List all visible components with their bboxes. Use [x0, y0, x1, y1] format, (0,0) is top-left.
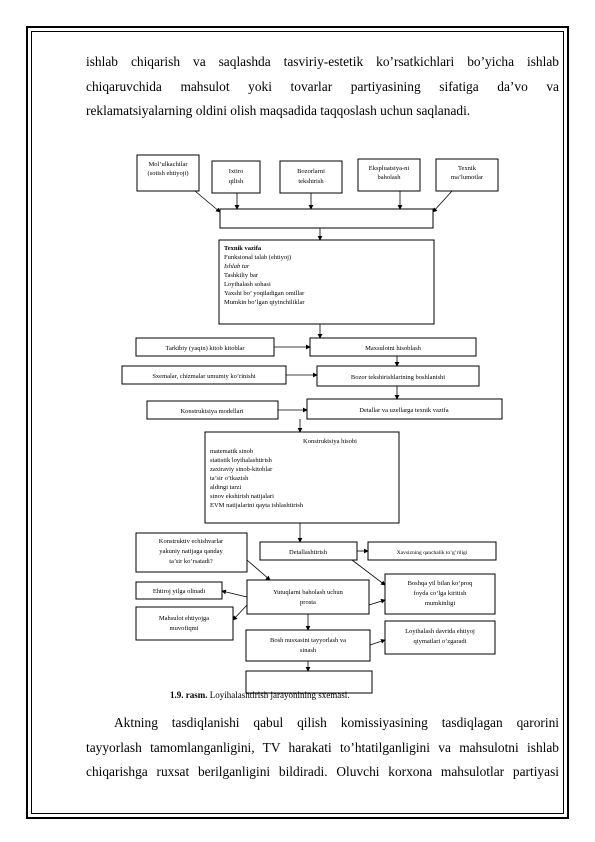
- figure-caption: 1.9. rasm. Loyihalashtirish jarayonining…: [170, 690, 349, 700]
- figure-title: Loyihalashtirish jarayonining sxemasi.: [209, 690, 350, 700]
- diagram-box: [245, 629, 371, 662]
- box-label: Texnik: [458, 165, 477, 172]
- box-label: sinash: [300, 647, 317, 654]
- diagram-box: [204, 431, 400, 524]
- box-label: matematik sinob: [210, 448, 253, 455]
- box-label: Loyihalash davrida ehtiyoj: [405, 628, 475, 635]
- box-label: Texnik vazifa: [224, 245, 262, 252]
- box-label: mumkinligi: [425, 600, 456, 607]
- box-label: Boshqa yil bilan ko’proq: [408, 580, 474, 587]
- diagram-box: [246, 579, 370, 615]
- text-line: tayyorlash tamomlanganligini, TV harakat…: [86, 739, 559, 755]
- diagram-box: [435, 158, 499, 192]
- connector-arrow: [432, 190, 453, 213]
- box-label: baholash: [377, 174, 401, 181]
- box-label: aldingi tarzi: [210, 484, 241, 491]
- diagram-box: [357, 158, 421, 192]
- box-label: Ekspluatsiya-ni: [369, 165, 410, 172]
- diagram-box: [136, 154, 200, 192]
- box-label: (sotish ehtiyoji): [148, 170, 189, 177]
- text-line: chiqarishga ruxsat berilganligini bildir…: [86, 764, 559, 779]
- text-line: chiqaruvchida mahsulot yoki tovarlar par…: [86, 78, 559, 94]
- diagram-box: [384, 620, 496, 655]
- diagram-box: [219, 208, 434, 229]
- diagram-box: [135, 606, 234, 641]
- box-label: foyda co’lga kiritish: [414, 590, 467, 597]
- page-border-inner: [31, 31, 564, 814]
- box-label: EVM natijalarini qayta ishlashtirish: [210, 502, 304, 509]
- box-label: Bozorlarni: [297, 168, 325, 175]
- box-label: Detallar va uzellarga texnik vazifa: [359, 407, 449, 414]
- diagram-box: [211, 160, 261, 194]
- diagram-box: [279, 160, 343, 194]
- connector-arrow: [368, 598, 386, 606]
- box-label: Mumkin bo’lgan qiyinchiliklar: [224, 299, 305, 306]
- box-label: Konstruktsiya modellari: [180, 408, 243, 415]
- box-label: statistik loyihalashtirish: [210, 457, 273, 464]
- diagram-box: [218, 239, 435, 325]
- figure-number: 1.9. rasm.: [170, 690, 208, 700]
- box-label: qilish: [229, 178, 244, 185]
- box-label: yakuniy natijaga qanday: [159, 548, 223, 555]
- box-label: Bosh nusxasini tayyorlash va: [270, 637, 346, 644]
- connector-arrow: [232, 604, 248, 621]
- box-label: Xavsizning qanchalik to’g’riligi: [397, 550, 468, 556]
- connector-arrow: [221, 589, 248, 598]
- box-label: Ixtiro: [229, 168, 243, 175]
- box-label: Detallashtirish: [289, 549, 328, 556]
- text-line: reklamatsiyalarning oldini olish maqsadi…: [86, 103, 471, 118]
- top-paragraph: ishlab chiqarish va saqlashda tasviriy-e…: [86, 50, 559, 124]
- box-label: muvofiqmi: [170, 625, 199, 632]
- diagram-box: [135, 532, 248, 573]
- box-label: Funksional talab (ehtiyoj): [224, 254, 291, 261]
- box-label: Maxsulotni hisoblash: [365, 345, 422, 352]
- box-label: Bozor tekshirishlarining boshlanishi: [351, 374, 445, 381]
- box-label: qiymatlari o’zgaradi: [414, 638, 467, 645]
- connector-arrow: [369, 638, 386, 646]
- box-label: zaxiraviy sinob-kitoblar: [210, 466, 273, 473]
- box-label: prosta: [300, 599, 316, 606]
- box-label: Konstruktsiya hisobi: [303, 438, 357, 445]
- connector-arrow: [246, 559, 271, 581]
- box-label: ma’lumotlar: [451, 174, 484, 181]
- connector-arrow: [194, 190, 221, 213]
- box-label: ta’sir ko’rsatadi?: [169, 558, 213, 565]
- diagram-box: [384, 573, 496, 615]
- box-label: Yaxshi bo’ yoqiladigan omillar: [224, 290, 305, 297]
- box-label: tekshirish: [298, 178, 324, 185]
- box-label: Ishlab tar: [223, 263, 250, 270]
- box-label: Mol’ulkachilar: [149, 161, 189, 168]
- box-label: Loyihalash sohasi: [224, 281, 271, 288]
- bottom-paragraph: Aktning tasdiqlanishi qabul qilish komis…: [86, 711, 559, 736]
- box-label: Yutuqlarni baholash uchun: [273, 589, 343, 596]
- page-border-outer: [26, 26, 569, 819]
- box-label: Tarkibiy (yaqin) kitob kitoblar: [165, 345, 245, 352]
- bottom-paragraph-cont: tayyorlash tamomlanganligini, TV harakat…: [86, 736, 559, 785]
- box-label: sinov ekshirish natijalari: [210, 493, 274, 500]
- box-label: Tashkiliy bar: [224, 272, 259, 279]
- text-line: Aktning tasdiqlanishi qabul qilish komis…: [114, 715, 559, 730]
- box-label: Konstruktiv echishvarlar: [159, 538, 224, 545]
- box-label: ta’sir o’tkazish: [210, 475, 249, 482]
- box-label: Ehtiroj yilga olinadi: [153, 588, 206, 595]
- connector-arrow: [351, 559, 386, 586]
- box-label: Sxemalar, chizmalar umumiy ko’rinishi: [152, 373, 256, 380]
- box-label: Mahsulot ehtiyojga: [159, 615, 209, 622]
- text-line: ishlab chiqarish va saqlashda tasviriy-e…: [86, 54, 559, 69]
